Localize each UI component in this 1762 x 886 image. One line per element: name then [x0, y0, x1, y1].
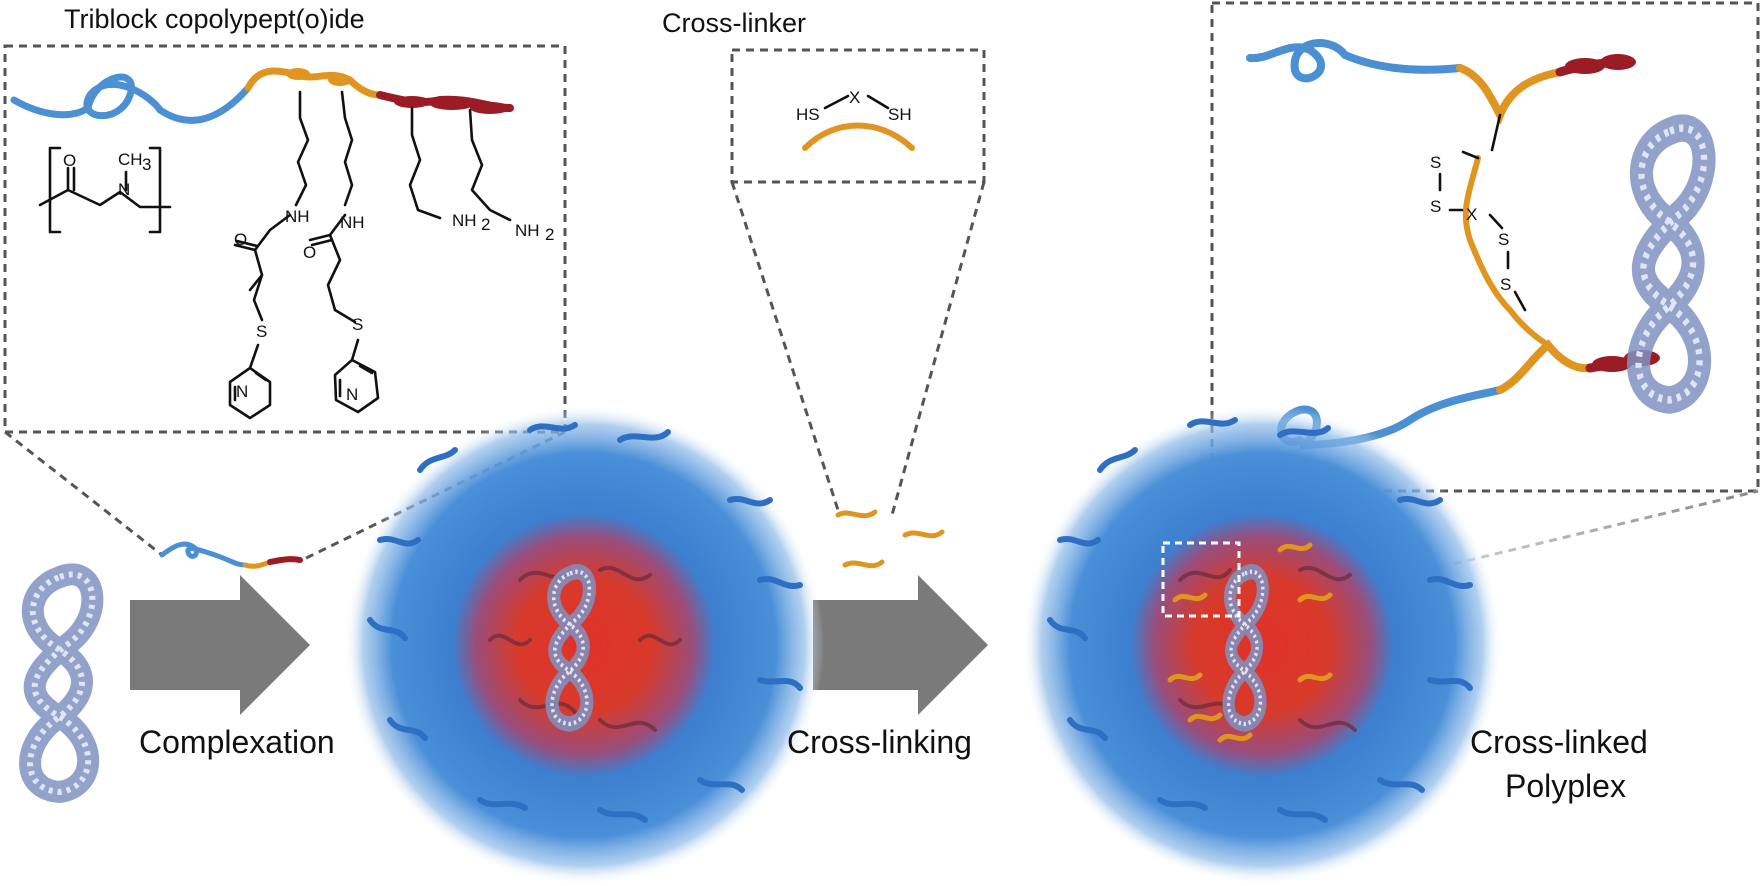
- side-chain-1: NH O S N: [228, 90, 310, 420]
- s-label-2: S: [352, 315, 363, 334]
- atom-n: N: [118, 180, 130, 199]
- atom-ch: CH: [118, 150, 143, 169]
- triblock-title: Triblock copolypept(o)ide: [64, 4, 365, 34]
- sarcosine-unit: O N CH 3: [38, 146, 172, 234]
- crosslinked-label-line2: Polyplex: [1505, 768, 1626, 804]
- n-ring-label-1: N: [236, 382, 248, 401]
- polysarcosine-coil: [10, 73, 252, 124]
- s-top-label: S: [1430, 153, 1441, 172]
- crosslinker-structure: HS SH X: [796, 88, 915, 151]
- free-crosslinkers: [835, 509, 945, 569]
- naked-nucleic-acid: [30, 574, 92, 792]
- s-bot-label: S: [1500, 275, 1511, 294]
- polyplex-crosslinked: [1022, 405, 1502, 885]
- hs-label: HS: [796, 105, 820, 124]
- crosslink-focus-box: [1161, 541, 1241, 618]
- crosslinker-box: [730, 48, 986, 184]
- atom-sub3: 3: [142, 155, 151, 174]
- crosslinking-label: Cross-linking: [787, 724, 972, 760]
- crosslink-detail-box: [1210, 1, 1760, 493]
- nh2-label-2: NH: [515, 221, 540, 240]
- lysine-side-chains: NH 2 NH 2: [408, 106, 554, 244]
- crosslinked-label-line1: Cross-linked: [1470, 724, 1648, 760]
- x-mid-label: X: [1466, 205, 1477, 224]
- sh-label: SH: [888, 105, 912, 124]
- s-label-1: S: [256, 322, 267, 341]
- nh2-sub-2: 2: [545, 225, 554, 244]
- free-triblock-polymer: [159, 541, 303, 569]
- triblock-chain-drawing: [10, 67, 514, 124]
- o-label-1: O: [234, 230, 247, 249]
- crosslinker-title: Cross-linker: [662, 8, 806, 38]
- crosslinking-arrow: [813, 575, 988, 715]
- crosslinker-arc: [802, 122, 915, 151]
- complexation-label: Complexation: [139, 724, 335, 760]
- triblock-structure-box: [3, 44, 567, 434]
- side-chain-2: NH O S N: [303, 90, 380, 414]
- crosslink-detail-drawing: S S X S S: [1246, 39, 1704, 449]
- o-label-2: O: [303, 243, 316, 262]
- crosslinkable-block: [244, 67, 384, 99]
- polyplex-uncrosslinked: [344, 405, 824, 885]
- zoom-line-center-1: [730, 181, 840, 511]
- zoom-line-center-2: [890, 181, 986, 516]
- nh2-label-1: NH: [452, 211, 477, 230]
- x-label: X: [849, 88, 860, 107]
- zoom-line-left-1: [4, 430, 163, 557]
- nh-label-2: NH: [340, 213, 365, 232]
- s-mid2-label: S: [1498, 230, 1509, 249]
- atom-o: O: [63, 151, 76, 170]
- dna-in-zoom: [1639, 128, 1704, 400]
- nh2-sub-1: 2: [481, 215, 490, 234]
- n-ring-label-2: N: [346, 385, 358, 404]
- nh-label-1: NH: [285, 207, 310, 226]
- complexation-arrow: [130, 575, 310, 715]
- s-mid1-label: S: [1430, 197, 1441, 216]
